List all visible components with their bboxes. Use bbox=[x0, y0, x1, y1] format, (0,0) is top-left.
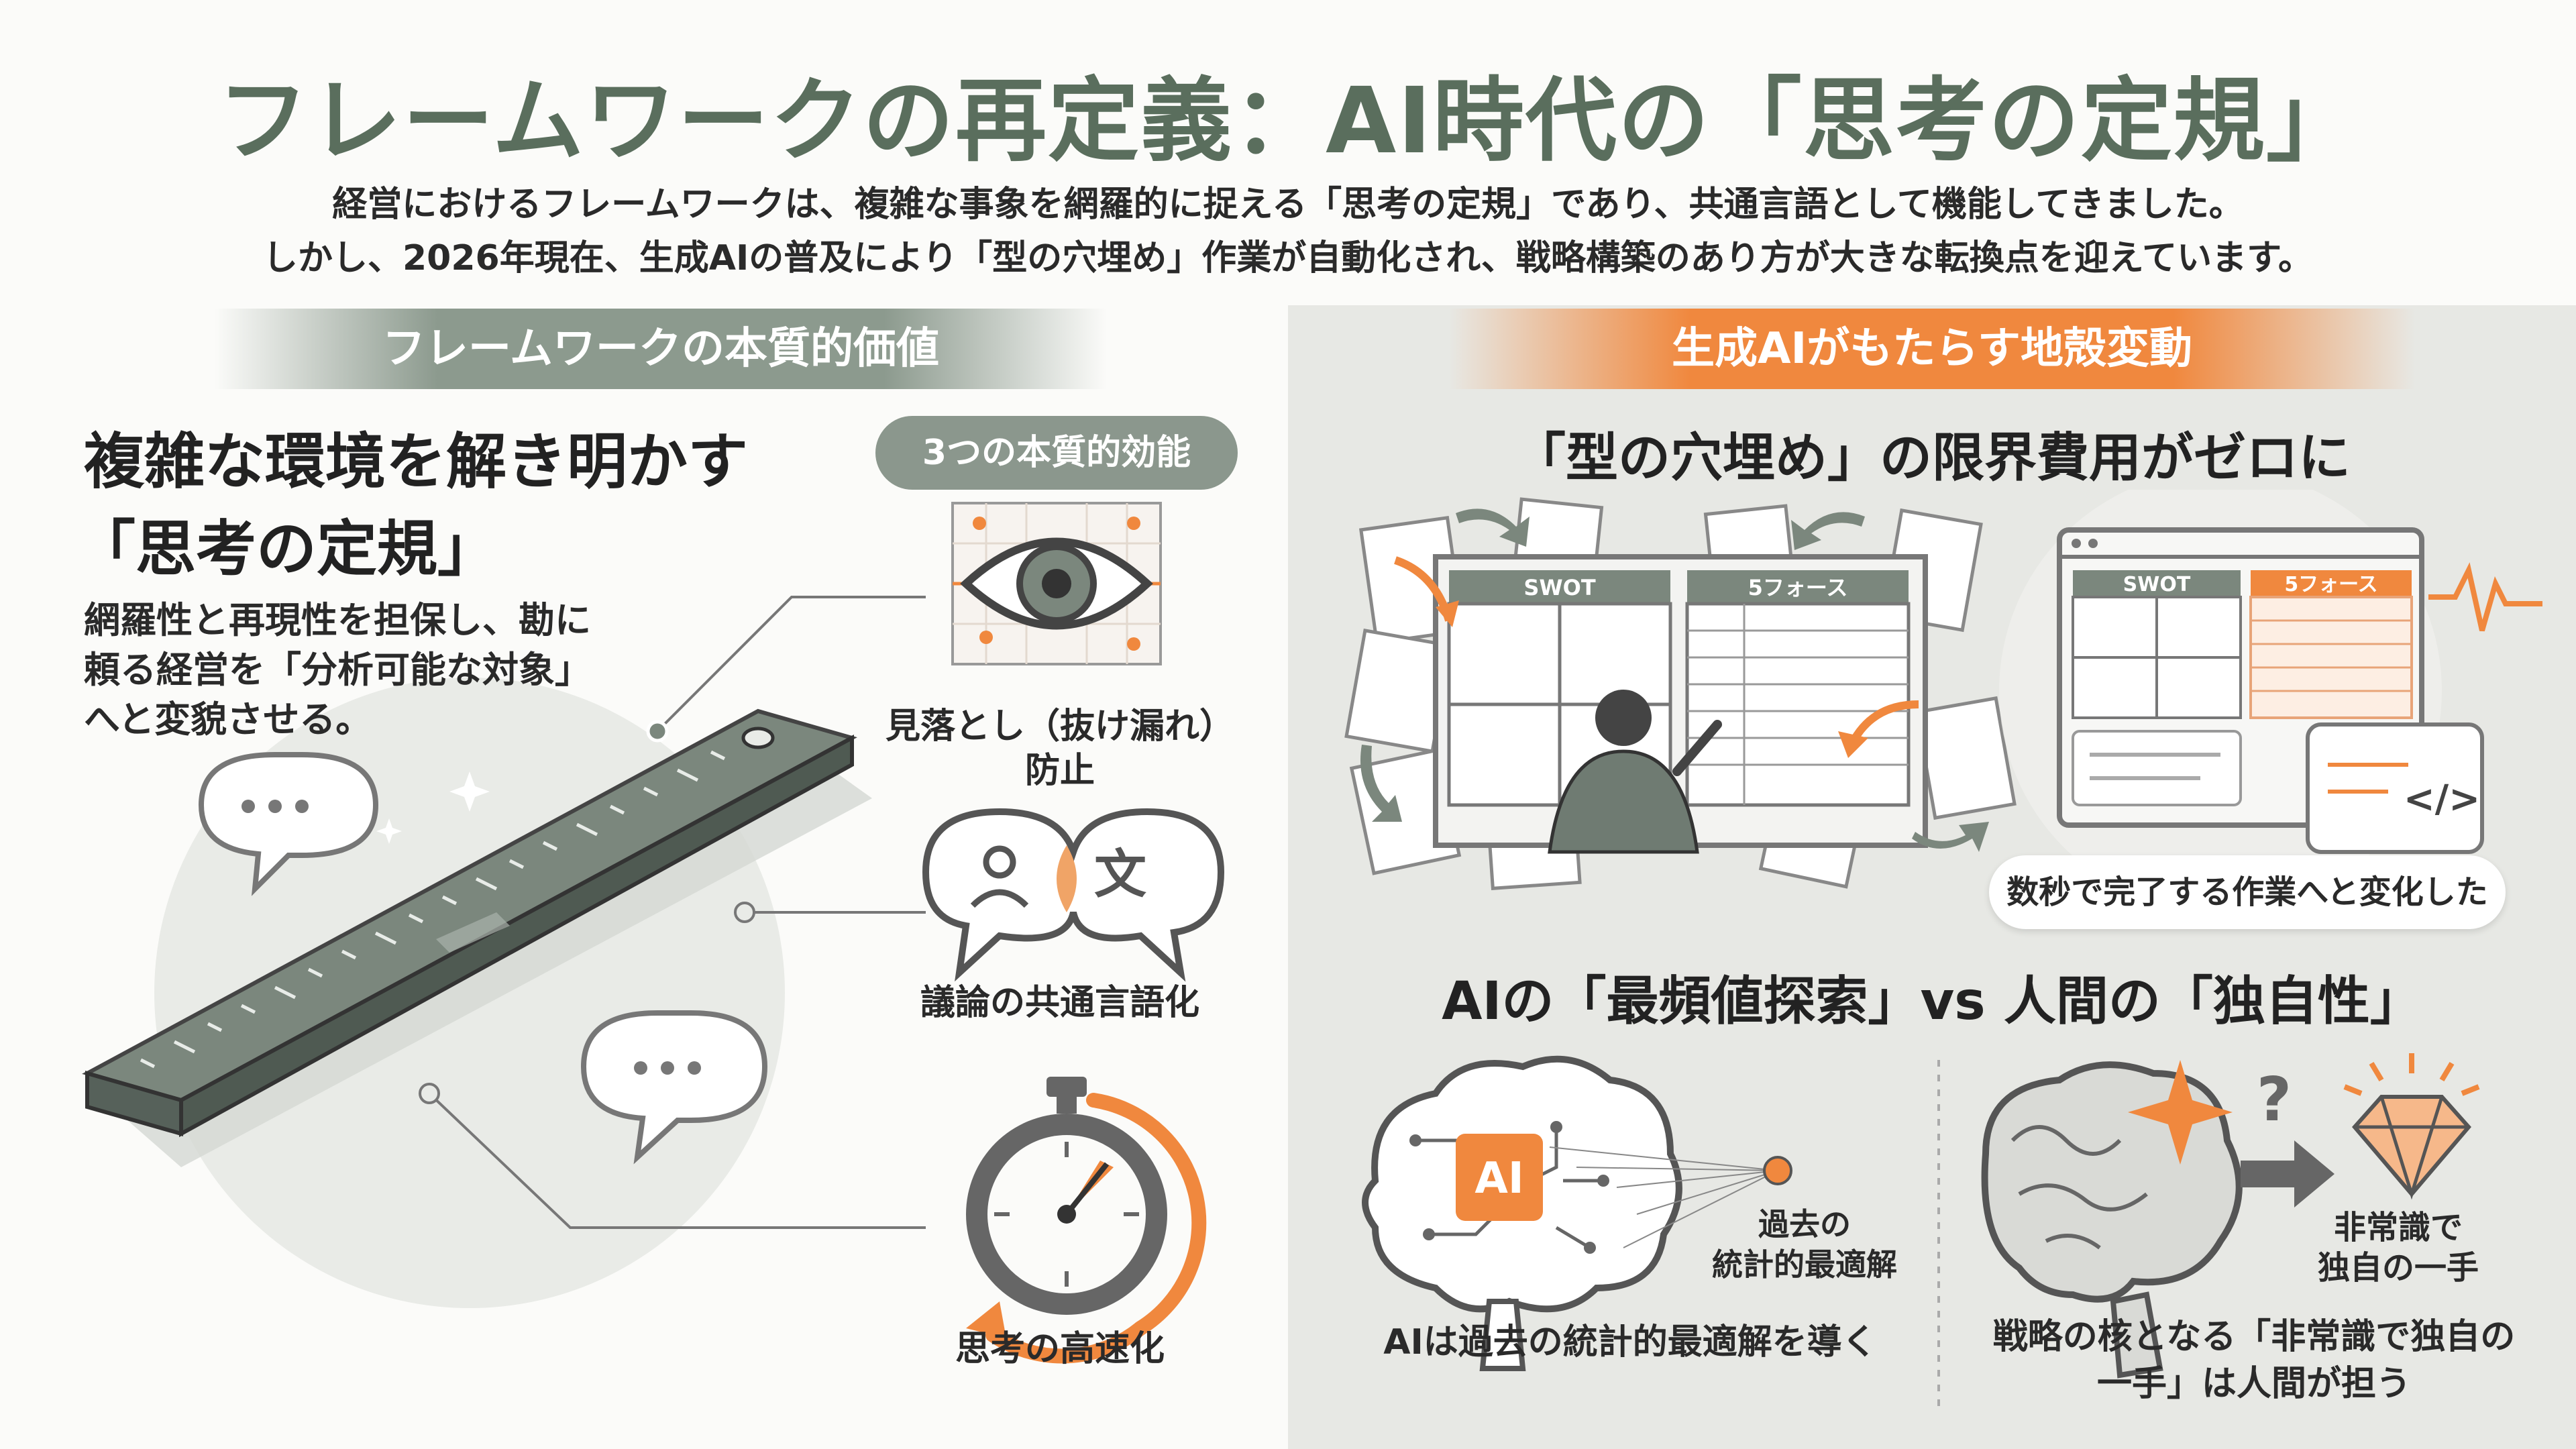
ai-chip-label: AI bbox=[1474, 1154, 1523, 1203]
autofill-illustration: SWOT 5フォース SWOT 5フォース bbox=[1344, 490, 2542, 906]
left-band-title: フレームワークの本質的価値 bbox=[382, 324, 940, 374]
sparkle-icon bbox=[2128, 1060, 2233, 1165]
swot-header bbox=[1449, 570, 1670, 604]
left-body-line-3: へと変貌させる。 bbox=[84, 698, 372, 741]
human-caption-line-1: 戦略の核となる「非常識で独自の bbox=[1992, 1317, 2516, 1357]
sparkle-icon bbox=[376, 818, 402, 844]
effect-2-label: 議論の共通言語化 bbox=[920, 983, 1199, 1023]
ai-vs-human-illustration: AI ? bbox=[1362, 1053, 2480, 1409]
human-caption-line-2: 一手」は人間が担う bbox=[2096, 1364, 2411, 1404]
ai-chip-icon bbox=[1456, 1134, 1543, 1221]
cycle-arrow-icon bbox=[1791, 512, 1865, 550]
speech-bubble-icon bbox=[198, 752, 379, 896]
arrow-icon bbox=[1436, 600, 1459, 627]
arrow-icon bbox=[2241, 1140, 2334, 1208]
result-note: 数秒で完了する作業へと変化した bbox=[1989, 855, 2506, 929]
right-section-2-heading: AIの「最頻値探索」vs 人間の「独自性」 bbox=[1442, 971, 2422, 1032]
right-band-title: 生成AIがもたらす地殻変動 bbox=[1671, 324, 2193, 374]
diamond-icon bbox=[2343, 1053, 2480, 1200]
eye-icon bbox=[951, 502, 1162, 665]
gem-label-line-1: 非常識で bbox=[2333, 1209, 2463, 1246]
speech-bubble-icon bbox=[580, 1010, 768, 1165]
target-icon bbox=[1763, 1156, 1792, 1185]
target-label-line-1: 過去の bbox=[1758, 1206, 1851, 1242]
page-title: フレームワークの再定義：AI時代の「思考の定規」 bbox=[217, 68, 2359, 174]
target-label-line-2: 統計的最適解 bbox=[1712, 1246, 1897, 1283]
stopwatch-icon bbox=[966, 1077, 1207, 1364]
subtitle-line-1: 経営におけるフレームワークは、複雑な事象を網羅的に捉える「思考の定規」であり、共… bbox=[332, 184, 2244, 225]
left-heading-line-2: 「思考の定規」 bbox=[75, 514, 498, 584]
5forces-header bbox=[1687, 570, 1909, 604]
code-icon: </> bbox=[2306, 722, 2484, 854]
sparkle-icon bbox=[449, 771, 490, 812]
effect-1-label-line-1: 見落とし（抜け漏れ） bbox=[885, 706, 1234, 747]
5forces-label: 5フォース bbox=[1748, 575, 1848, 600]
effects-pill: 3つの本質的効能 bbox=[875, 416, 1238, 490]
translate-glyph: 文 bbox=[1094, 845, 1146, 905]
effect-3-label: 思考の高速化 bbox=[955, 1329, 1165, 1369]
swot-label: SWOT bbox=[1523, 575, 1596, 600]
ai-caption: AIは過去の統計的最適解を導く bbox=[1383, 1322, 1877, 1362]
cycle-arrow-icon bbox=[1456, 508, 1529, 547]
cycle-arrow-icon bbox=[1912, 822, 1989, 852]
ruler-icon bbox=[82, 708, 857, 1138]
left-body-line-1: 網羅性と再現性を担保し、勘に bbox=[84, 599, 591, 641]
effect-1-label-line-2: 防止 bbox=[1024, 751, 1095, 791]
left-heading-line-1: 複雑な環境を解き明かす bbox=[84, 427, 748, 497]
left-illustration: 文 bbox=[82, 502, 1225, 1364]
cycle-arrow-icon bbox=[1360, 745, 1402, 822]
subtitle-line-2: しかし、2026年現在、生成AIの普及により「型の穴埋め」作業が自動化され、戦略… bbox=[262, 238, 2313, 278]
right-section-1-heading: 「型の穴埋め」の限界費用がゼロに bbox=[1513, 428, 2351, 488]
person-icon bbox=[1548, 690, 1722, 854]
screen-5forces-label: 5フォース bbox=[2284, 573, 2377, 596]
heartbeat-icon bbox=[2428, 562, 2542, 632]
screen-swot-label: SWOT bbox=[2123, 573, 2191, 596]
gem-label-line-2: 独自の一手 bbox=[2317, 1249, 2479, 1287]
left-section-band: フレームワークの本質的価値 bbox=[215, 309, 1107, 389]
arrow-icon bbox=[1838, 731, 1868, 758]
code-glyph: </> bbox=[2404, 777, 2480, 821]
left-body-line-2: 頼る経営を「分析可能な対象」 bbox=[84, 649, 591, 691]
chat-translate-icon: 文 bbox=[922, 808, 1225, 982]
question-icon: ? bbox=[2257, 1065, 2292, 1135]
right-section-band: 生成AIがもたらす地殻変動 bbox=[1449, 309, 2415, 389]
